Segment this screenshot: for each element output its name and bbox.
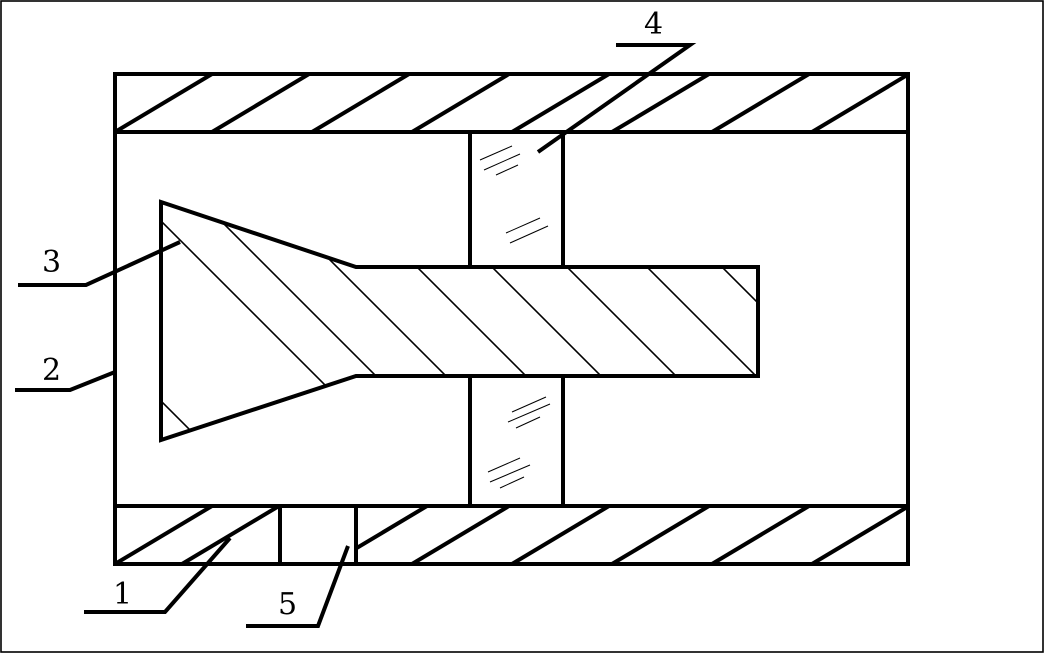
- label-1: 1: [113, 577, 132, 612]
- bottom-wall: [113, 504, 910, 566]
- label-3: 3: [42, 245, 61, 280]
- bottom-wall-right-hatch: [356, 506, 908, 564]
- leader-3: [18, 240, 181, 287]
- tapered-body: [159, 199, 760, 443]
- leader-2: [15, 370, 116, 392]
- leader-5: [246, 545, 350, 628]
- label-2: 2: [42, 353, 61, 388]
- tapered-body-hatch: [161, 202, 758, 440]
- label-4: 4: [644, 7, 663, 42]
- leader-1: [84, 536, 232, 614]
- label-5: 5: [278, 587, 297, 622]
- leader-lines: [15, 43, 697, 628]
- glass-marks: [479, 145, 551, 489]
- top-wall-hatch: [115, 74, 908, 132]
- top-wall: [113, 72, 910, 134]
- leader-4: [536, 43, 697, 154]
- bottom-wall-left-hatch: [115, 506, 280, 564]
